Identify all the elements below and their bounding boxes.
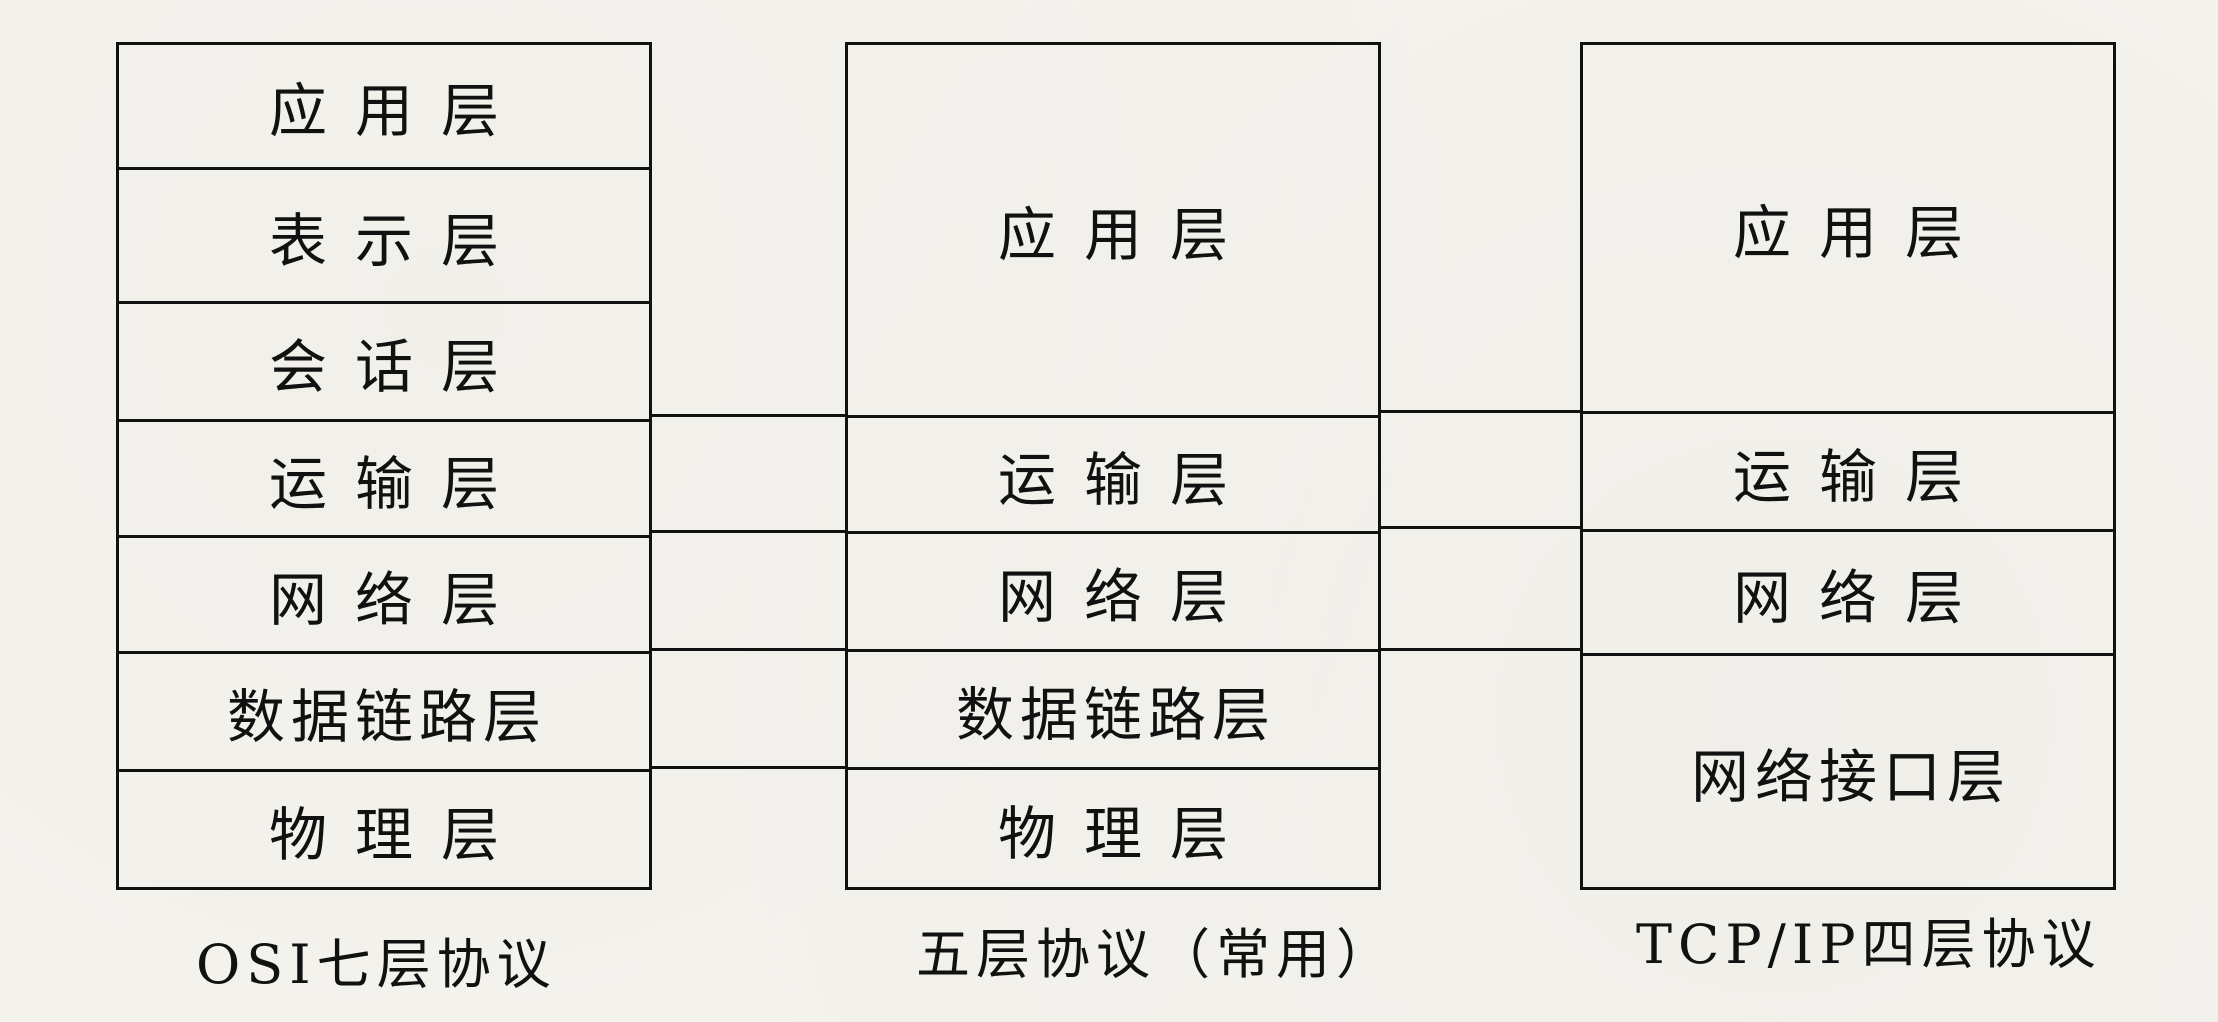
layer-label: 运输层 <box>1732 442 1991 511</box>
tcpip-transport-layer: 运输层 <box>1583 411 2113 529</box>
tcpip-model: 应用层 运输层 网络层 网络接口层 <box>1580 42 2116 890</box>
layer-label: 网络层 <box>997 562 1256 631</box>
layer-label: 应用层 <box>268 77 527 145</box>
layer-label: 数据链路层 <box>226 682 547 751</box>
layer-label: 物理层 <box>268 800 527 869</box>
five-transport-layer: 运输层 <box>848 415 1378 531</box>
five-layer-caption: 五层协议（常用） <box>916 923 1396 986</box>
layer-label: 应用层 <box>1732 199 1991 267</box>
five-physical-layer: 物理层 <box>848 767 1378 887</box>
osi-presentation-layer: 表示层 <box>119 167 649 301</box>
layer-label: 会话层 <box>268 332 527 401</box>
tcpip-network-layer: 网络层 <box>1583 529 2113 653</box>
layer-label: 物理层 <box>997 799 1256 868</box>
connector-line <box>652 530 845 533</box>
layer-label: 应用层 <box>997 201 1256 269</box>
connector-line <box>1381 410 1580 413</box>
layer-label: 运输层 <box>268 449 527 518</box>
osi-application-layer: 应用层 <box>119 45 649 167</box>
five-layer-stack: 应用层 运输层 网络层 数据链路层 物理层 <box>845 42 1381 890</box>
osi-session-layer: 会话层 <box>119 301 649 419</box>
five-application-layer: 应用层 <box>848 45 1378 415</box>
osi-data-link-layer: 数据链路层 <box>119 651 649 769</box>
tcpip-application-layer: 应用层 <box>1583 45 2113 411</box>
osi-physical-layer: 物理层 <box>119 769 649 887</box>
connector-line <box>652 648 845 651</box>
tcpip-network-interface-layer: 网络接口层 <box>1583 653 2113 887</box>
osi-model: 应用层 表示层 会话层 运输层 网络层 数据链路层 物理层 <box>116 42 652 890</box>
connector-line <box>1381 648 1580 651</box>
connector-line <box>1381 526 1580 529</box>
five-data-link-layer: 数据链路层 <box>848 649 1378 767</box>
tcpip-stack: 应用层 运输层 网络层 网络接口层 <box>1580 42 2116 890</box>
osi-network-layer: 网络层 <box>119 535 649 651</box>
five-network-layer: 网络层 <box>848 531 1378 649</box>
osi-transport-layer: 运输层 <box>119 419 649 535</box>
connector-line <box>652 414 845 417</box>
layer-label: 网络层 <box>1732 563 1991 632</box>
layer-label: 数据链路层 <box>955 680 1276 749</box>
layer-label: 网络层 <box>268 565 527 634</box>
osi-stack: 应用层 表示层 会话层 运输层 网络层 数据链路层 物理层 <box>116 42 652 890</box>
connector-line <box>652 766 845 769</box>
layer-label: 运输层 <box>997 445 1256 514</box>
layer-label: 表示层 <box>268 206 527 275</box>
osi-caption: OSI七层协议 <box>196 933 557 996</box>
five-layer-model: 应用层 运输层 网络层 数据链路层 物理层 <box>845 42 1381 890</box>
tcpip-caption: TCP/IP四层协议 <box>1636 913 2102 976</box>
layer-label: 网络接口层 <box>1690 742 2011 811</box>
